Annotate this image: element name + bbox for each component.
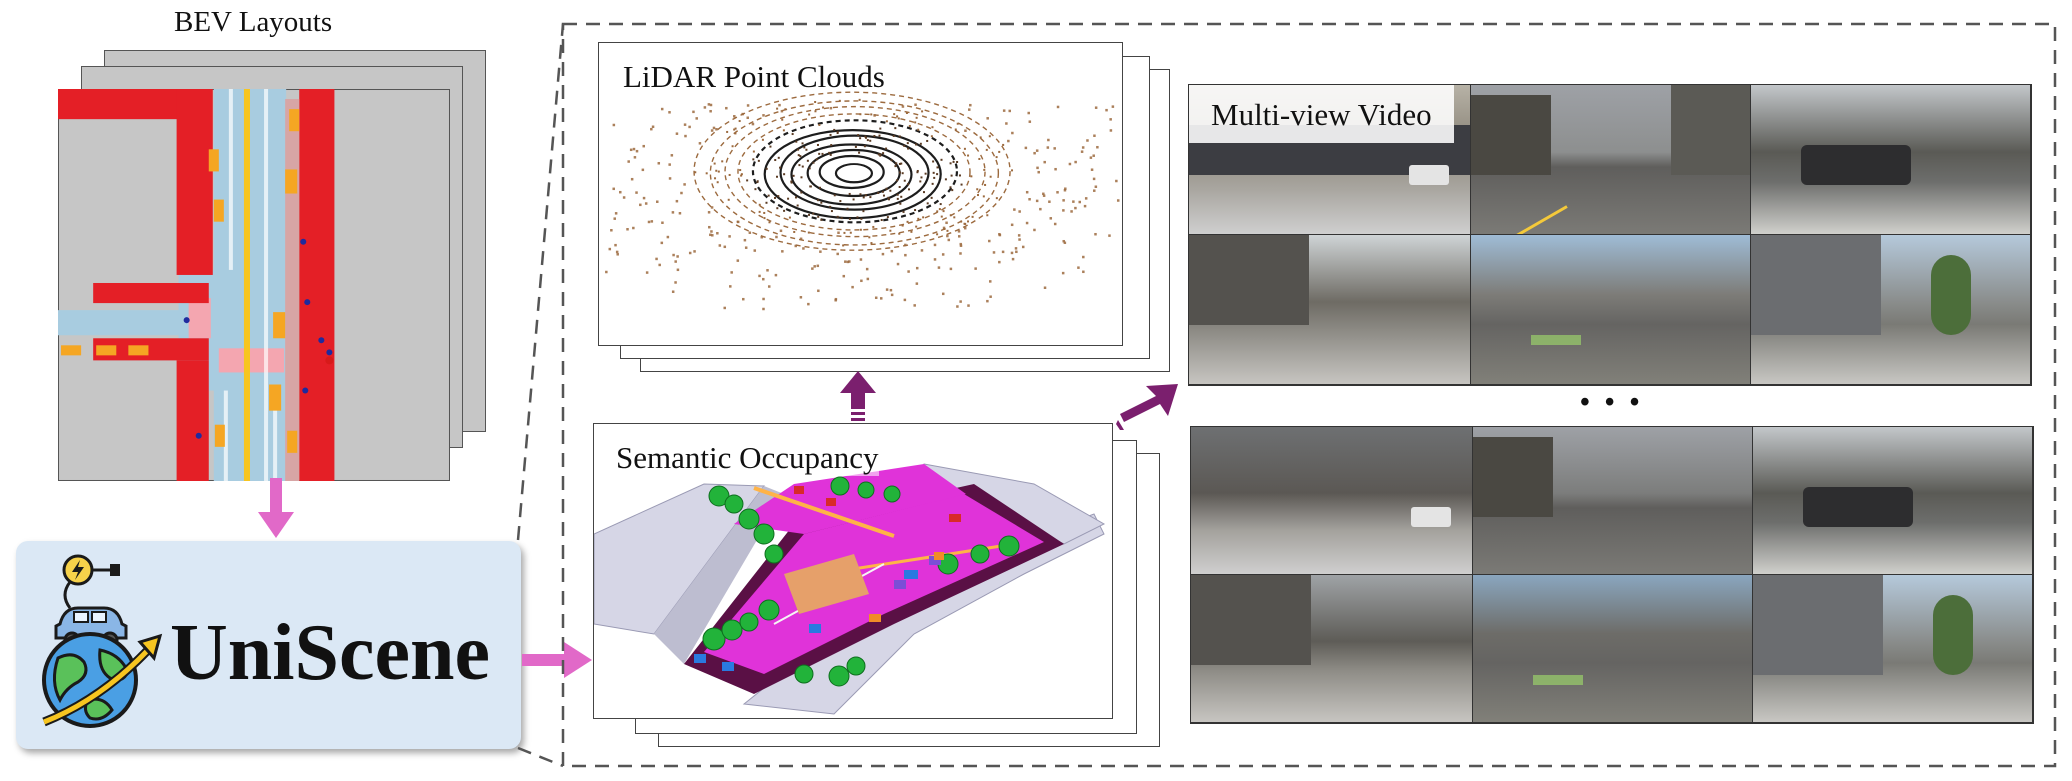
camera-back [1471, 235, 1751, 385]
bev-layout-stack [58, 46, 488, 481]
lidar-card: LiDAR Point Clouds [598, 42, 1123, 346]
camera-back-left [1189, 235, 1471, 385]
camera-back-right-later [1753, 575, 2033, 723]
lidar-point-cloud [605, 91, 1120, 311]
uniscene-brand-name: UniScene [170, 609, 490, 697]
video-frame-top: Multi-view Video [1188, 84, 2032, 386]
occupancy-title: Semantic Occupancy [616, 440, 879, 476]
up-arrow-icon [840, 371, 876, 421]
bev-layout-map [58, 89, 450, 481]
diagonal-up-right-arrow-icon [1116, 384, 1178, 430]
video-title: Multi-view Video [1189, 85, 1454, 143]
video-frame-bottom [1190, 426, 2034, 724]
camera-front-left-later [1191, 427, 1473, 575]
camera-front-right [1751, 85, 2031, 235]
down-arrow-icon [258, 478, 294, 538]
camera-back-right [1751, 235, 2031, 385]
more-frames-ellipsis: • • • [1580, 387, 1644, 418]
camera-back-left-later [1191, 575, 1473, 723]
camera-back-later [1473, 575, 1753, 723]
lidar-title: LiDAR Point Clouds [623, 59, 885, 94]
semantic-occupancy-scene [594, 463, 1106, 715]
camera-front-right-later [1753, 427, 2033, 575]
globe-car-charger-icon [42, 554, 163, 728]
right-arrow-icon [522, 642, 592, 678]
camera-front [1471, 85, 1751, 235]
bev-layouts-title: BEV Layouts [174, 6, 333, 38]
camera-front-later [1473, 427, 1753, 575]
occupancy-card: Semantic Occupancy [593, 423, 1113, 719]
